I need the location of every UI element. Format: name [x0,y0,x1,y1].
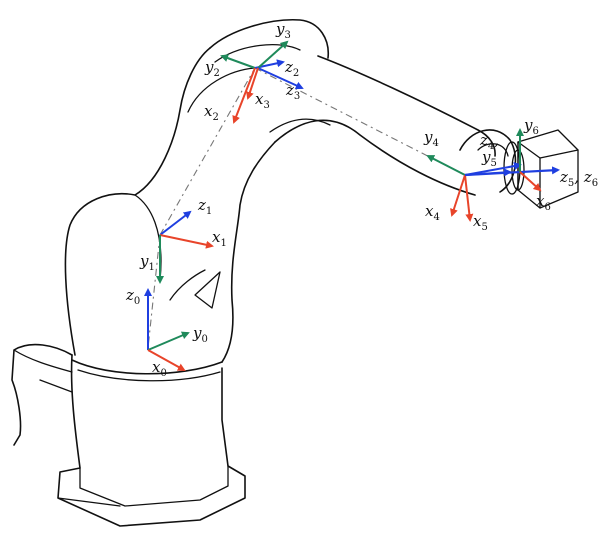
frame-5-y-axis [464,162,522,176]
frame-4-x-axis [450,174,466,217]
label-y4: y4 [423,128,439,149]
label-y0: y0 [192,324,208,345]
label-x3: x3 [255,90,270,111]
label-x0: x0 [152,358,167,379]
frame-5 [464,162,560,222]
frame-1-z-axis [159,210,192,236]
label-y5: y5 [481,148,497,169]
label-y6: y6 [523,116,539,137]
end-effector-cube [517,129,579,209]
label-z1: z1 [197,196,212,217]
label-x1: x1 [212,228,227,249]
frame-2 [220,54,285,124]
frame-3-z-axis [257,67,304,90]
kinematic-chain [147,67,466,349]
frame-3-y-axis [257,40,289,69]
frame-5-x-axis [464,174,474,222]
frame-2-x-axis [232,67,256,124]
frame-1-x-axis [159,234,214,249]
frame-6 [516,128,542,192]
label-x5: x5 [473,212,488,233]
label-z2: z2 [284,58,299,79]
frame-4-y-axis [426,155,466,176]
frame-6-x-axis [519,171,542,192]
frame-1 [156,210,214,284]
forearm [317,55,496,157]
label-x2: x2 [204,102,219,123]
frame-2-y-axis [220,54,256,69]
label-x4: x4 [425,202,440,223]
label-y2: y2 [204,58,220,79]
wrist-cylinder [459,129,517,193]
axis-labels: z0 y0 x0 z1 x1 y1 y2 z2 x2 y3 z3 x3 y4 z… [125,20,598,379]
base-pedestal [57,354,246,527]
upper-arm [209,19,329,59]
shoulder-housing [64,47,211,356]
label-z3: z3 [285,81,300,102]
frame-0-y-axis [147,331,190,351]
frame-0-x-axis [147,349,186,371]
label-z0: z0 [125,286,140,307]
label-x6: x6 [536,192,551,213]
frame-3-x-axis [246,67,259,100]
robot-outline [11,19,579,527]
label-y3: y3 [275,20,291,41]
frame-0 [144,288,190,371]
frame-3 [246,40,304,100]
label-z4: z4, [479,131,499,152]
frame-5-z-axis [464,166,560,177]
shoulder-fin [194,271,221,309]
label-z5-z6: z5, z6 [559,168,598,189]
label-y1: y1 [139,252,155,273]
